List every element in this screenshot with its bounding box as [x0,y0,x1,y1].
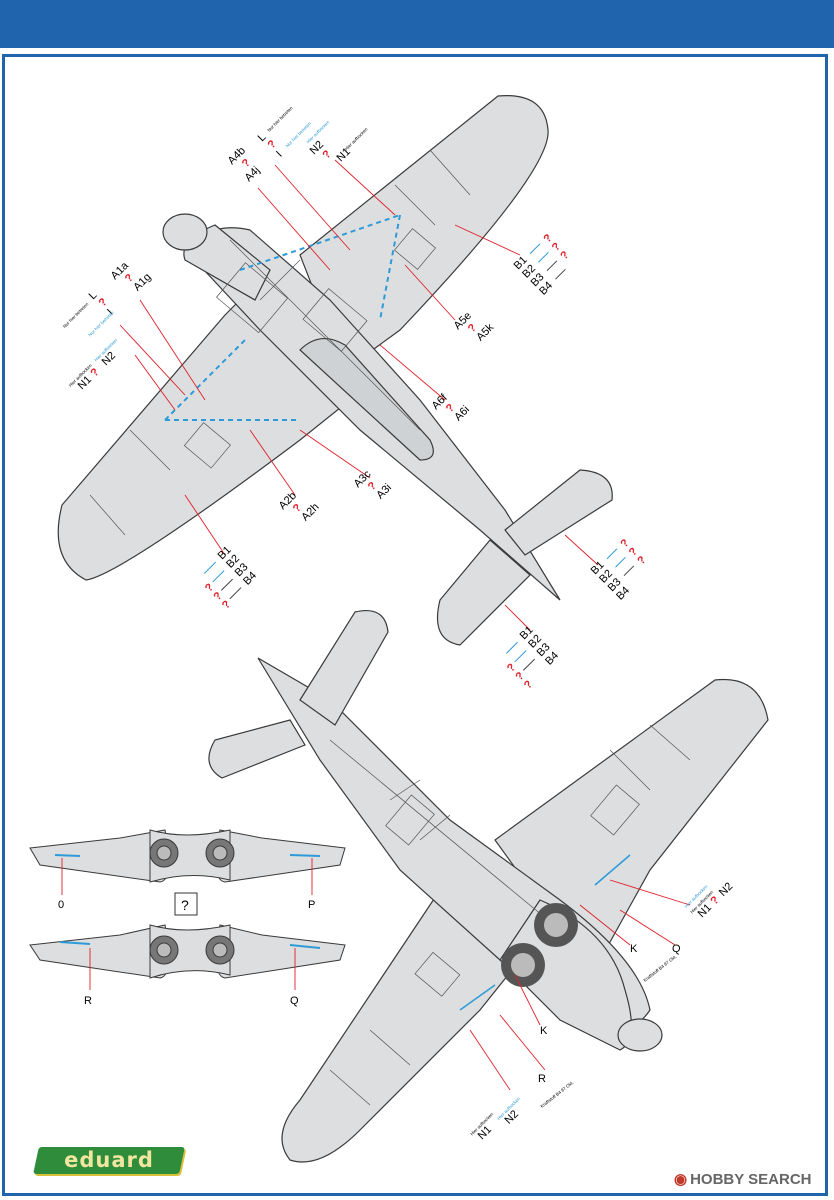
label-k-left: K [540,1025,548,1037]
stencil-hier-auf-1: Hier aufbocken [344,126,369,151]
flap-label-q: Q [290,995,299,1007]
label-r: R Kraftstoff B4 87 Okt. [538,1073,574,1109]
label-r-text: R [538,1073,546,1085]
top-view-aircraft [57,95,613,646]
flap-label-r: R [84,995,92,1007]
label-k-right: K [630,943,638,955]
b-group-stab-right: B1 B2 B3 B4 ? ? ? [589,537,649,603]
bottom-spinner [617,1018,663,1052]
top-right-wing [299,95,549,371]
flap-question-box-text: ? [181,897,189,913]
flap-label-o: 0 [58,899,64,911]
callout-a4: A4b ? A4j [226,145,263,184]
flap-detail-lower [29,924,346,979]
callout-l-i2-q: ? [97,296,110,309]
bottom-left-wing [281,889,521,1163]
top-spinner [162,213,208,251]
b-sr-q3: ? [635,554,648,567]
top-leader-lines [119,159,599,631]
bottom-leader-lines [469,879,691,1091]
callout-a3-line3: A3i [374,482,394,502]
top-canopy [299,338,434,461]
flap-question-box [174,892,198,916]
hobby-search-watermark: ◉HOBBY SEARCH [674,1170,812,1188]
header-bar [0,0,834,48]
flap-leader-lines [61,858,313,990]
callout-l-i-top: L ? I Nur hier betreten Nur hier betrete… [256,105,313,160]
b-sl-q3: ? [522,678,535,691]
callout-a1: A1a ? A1g [109,259,154,293]
bottom-wheel-wells [501,903,578,987]
callout-a1-line3: A1g [131,271,153,293]
top-right-stabilizer [504,469,613,556]
stencil-kraftstoff-right: Kraftstoff B4 87 Okt. [643,954,678,983]
bottom-view-aircraft [208,610,769,1163]
stencil-nur-hier-3: Nur hier betreten [62,301,90,329]
flap-upper-right-panel [215,829,346,883]
callout-a2: A2b ? A2h [277,490,322,524]
label-n1-n2-bottom: N1 N2 Hier aufbocken Hier aufbocken [469,1096,521,1143]
callout-n1-n2-left: N1 ? N2 Hier aufbocken Hier aufbocken [68,337,119,392]
stencil-nur-hier-1: Nur hier betreten [266,105,294,133]
bottom-right-stabilizer [299,610,389,726]
b-lw-q3: ? [220,598,233,611]
callout-a5-line3: A5k [474,321,496,343]
flap-lower-right-panel [215,924,346,979]
label-n1r-line3: N2 [717,880,735,898]
bottom-left-stabilizer [208,719,306,779]
top-left-stabilizer [436,539,531,646]
flap-label-p: P [308,899,315,911]
callout-n2-q: ? [320,148,333,161]
eduard-logo: eduard [33,1147,185,1174]
callout-n2-n1-top: N2 ? N1 Hier aufbocken Hier aufbocken [306,119,369,164]
callout-l-i2-line3: I [105,307,116,318]
flap-lower-left-panel [29,924,170,979]
callout-a6-line3: A6i [452,404,472,424]
b-group-stab-left: B1 B2 B3 B4 ? ? ? [505,624,561,692]
hobby-search-logo-icon: ◉ [674,1171,688,1188]
callout-l-i-q: ? [266,138,279,151]
walkway-lines [164,214,401,421]
flap-detail-upper [29,829,346,883]
eduard-logo-text: eduard [64,1148,154,1172]
top-panel-lines [89,149,471,536]
flap-upper-left-panel [29,829,170,883]
callout-a2-line3: A2h [299,501,321,523]
bottom-panel-lines [329,724,691,1106]
callout-a5: A5e ? A5k [452,310,497,344]
bottom-stencils [459,854,631,1011]
callout-a3: A3c ? A3i [352,468,394,502]
callout-l-i-left: L ? I Nur hier betreten Nur hier betrete… [62,289,116,338]
hobby-search-text: HOBBY SEARCH [690,1171,812,1188]
label-q: Q Kraftstoff B4 87 Okt. [643,943,681,983]
b-group-right-wing: B1 B2 B3 B4 ? ? ? [512,232,572,298]
stencil-nur-hier-4: Nur hier betreten [87,310,115,338]
callout-l-i-line3: I [274,149,285,160]
b-group-left-wing: B1 B2 B3 B4 ? ? ? [203,544,259,612]
label-n1-n2-right: N1 ? N2 Hier aufbocken Hier aufbocken [684,880,736,920]
page-frame [2,54,828,1196]
flap-stencils [54,854,321,949]
bottom-right-wing [494,678,769,961]
b-rw-q3: ? [558,249,571,262]
label-q-text: Q [672,943,681,955]
